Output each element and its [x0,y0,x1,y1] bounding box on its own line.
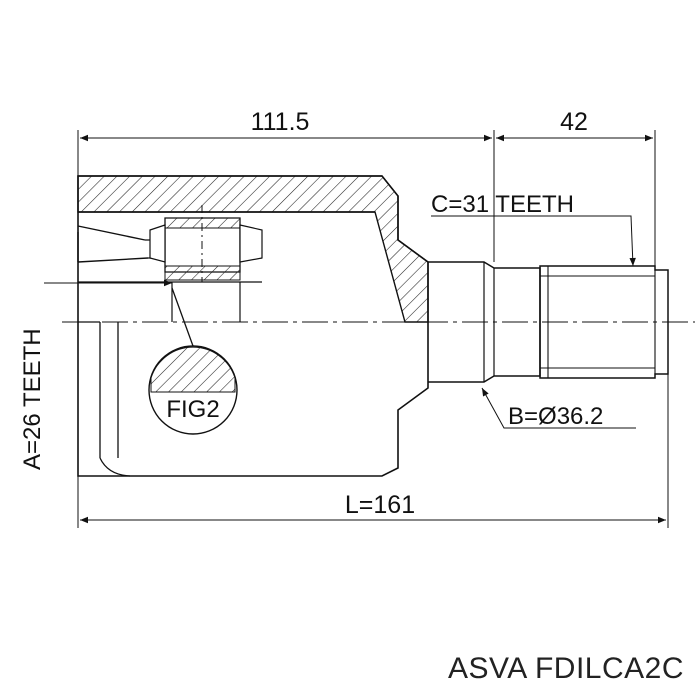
part-caption: ASVA FDILCA2C [448,652,684,686]
housing-left-face [78,321,119,458]
leader-outer-spline [431,215,636,267]
label-seal-diameter: B=Ø36.2 [508,403,603,430]
label-inner-spline: A=26 TEETH [19,328,46,470]
inner-groove [77,225,149,263]
housing-outline [77,175,429,477]
label-outer-spline: C=31 TEETH [431,191,574,218]
dim-overall-length: L=161 [345,491,415,519]
leader-seal-diameter [481,387,636,429]
dim-42: 42 [560,108,588,136]
dim-111-5: 111.5 [251,108,310,136]
part-number: FDILCA2C [534,652,684,685]
brand-name: ASVA [447,652,527,685]
fig2-label: FIG2 [166,396,219,423]
